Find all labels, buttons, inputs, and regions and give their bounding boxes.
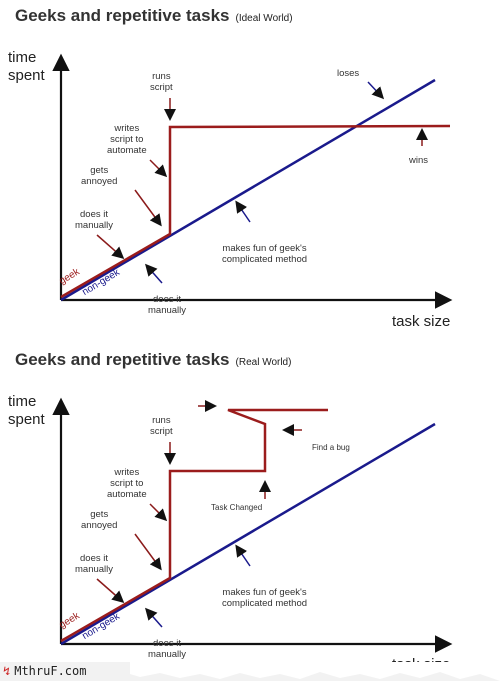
does-manually-geek-line1: does it: [80, 553, 109, 564]
runs-script-label: runs script: [150, 415, 173, 437]
real-world-chart: [52, 397, 453, 653]
runs-script-line2: script: [150, 426, 173, 437]
does-manually-nongeek-arrow: [145, 607, 163, 628]
cursor-icon: ↯: [3, 664, 11, 678]
does-manually-nongeek-arrow: [145, 263, 163, 284]
y-axis-label: time spent: [8, 393, 45, 429]
ideal-world-chart: [52, 53, 453, 309]
title-text: Geeks and repetitive tasks: [15, 350, 230, 369]
title-text: Geeks and repetitive tasks: [15, 6, 230, 25]
writes-script-line3: automate: [107, 145, 147, 156]
does-manually-geek-line1: does it: [80, 209, 109, 220]
makes-fun-line1: makes fun of geek's: [222, 243, 307, 254]
x-axis-label: task size: [392, 313, 451, 330]
site-name: MthruF.com: [14, 664, 87, 678]
writes-script-arrow: [149, 503, 168, 522]
site-logo[interactable]: ↯MthruF.com: [3, 664, 86, 678]
non-geek-line: [60, 78, 436, 302]
writes-script-arrow: [149, 159, 168, 178]
gets-annoyed-line2: annoyed: [81, 176, 118, 187]
page-title: Geeks and repetitive tasks (Real World): [15, 350, 291, 370]
does-manually-nongeek-line1: does it: [153, 294, 182, 305]
writes-script-line3: automate: [107, 489, 147, 500]
does-manually-geek-label: does it manually: [75, 209, 113, 231]
gets-annoyed-line1: gets: [90, 165, 109, 176]
writes-script-line1: writes: [114, 467, 140, 478]
makes-fun-label: makes fun of geek's complicated method: [222, 243, 307, 265]
does-manually-geek-line2: manually: [75, 564, 114, 575]
does-manually-nongeek-line1: does it: [153, 638, 182, 649]
makes-fun-line2: complicated method: [222, 254, 308, 265]
runs-script-line2: script: [150, 82, 173, 93]
page-title: Geeks and repetitive tasks (Ideal World): [15, 6, 293, 26]
writes-script-label: writes script to automate: [107, 467, 147, 500]
subtitle-text: (Ideal World): [235, 13, 293, 24]
makes-fun-label: makes fun of geek's complicated method: [222, 587, 307, 609]
loses-label: loses: [337, 68, 360, 79]
y-axis-label-line2: spent: [8, 67, 45, 84]
footer-bar: ↯MthruF.com: [0, 662, 500, 681]
y-axis-label-line2: spent: [8, 411, 45, 428]
real-world-panel: Geeks and repetitive tasks (Real World) t…: [0, 344, 500, 684]
ideal-world-panel: Geeks and repetitive tasks(Ideal World) …: [0, 0, 500, 340]
non-geek-line: [60, 422, 436, 646]
writes-script-line2: script to: [110, 478, 144, 489]
does-manually-nongeek-line2: manually: [148, 305, 187, 316]
y-axis-label: time spent: [8, 49, 45, 85]
does-manually-nongeek-line2: manually: [148, 649, 187, 660]
gets-annoyed-arrow: [134, 533, 162, 571]
runs-script-line1: runs: [152, 71, 171, 82]
torn-edge-decoration: [130, 662, 500, 681]
does-manually-geek-label: does it manually: [75, 553, 113, 575]
makes-fun-arrow: [235, 200, 251, 223]
wins-label: wins: [409, 155, 429, 166]
task-changed-label: Task Changed: [211, 503, 263, 512]
does-manually-geek-line2: manually: [75, 220, 114, 231]
gets-annoyed-line2: annoyed: [81, 520, 118, 531]
writes-script-line2: script to: [110, 134, 144, 145]
runs-script-label: runs script: [150, 71, 173, 93]
writes-script-line1: writes: [114, 123, 140, 134]
writes-script-label: writes script to automate: [107, 123, 147, 156]
does-manually-nongeek-label: does it manually: [148, 638, 186, 660]
makes-fun-line1: makes fun of geek's: [222, 587, 307, 598]
y-axis-label-line1: time: [8, 393, 37, 410]
subtitle-text: (Real World): [235, 357, 292, 368]
gets-annoyed-label: gets annoyed: [81, 165, 117, 187]
makes-fun-line2: complicated method: [222, 598, 308, 609]
makes-fun-arrow: [235, 544, 251, 567]
geek-line: [60, 124, 451, 299]
gets-annoyed-label: gets annoyed: [81, 509, 117, 531]
does-manually-geek-arrow: [96, 234, 125, 259]
geek-line: [60, 408, 328, 643]
runs-script-line1: runs: [152, 415, 171, 426]
does-manually-geek-arrow: [96, 578, 125, 603]
does-manually-nongeek-label: does it manually: [148, 294, 186, 316]
find-bug-label: Find a bug: [312, 443, 350, 452]
loses-arrow: [367, 81, 385, 100]
gets-annoyed-line1: gets: [90, 509, 109, 520]
gets-annoyed-arrow: [134, 189, 162, 227]
y-axis-label-line1: time: [8, 49, 37, 66]
